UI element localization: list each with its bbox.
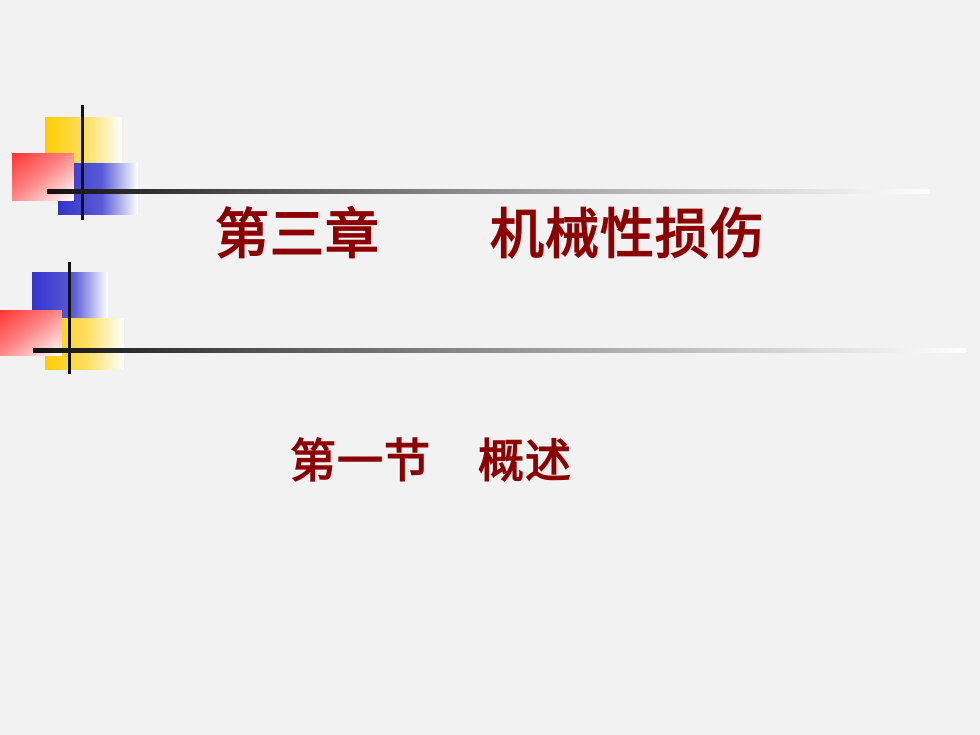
vertical-line-lower — [68, 262, 71, 374]
section-title: 第一节 概述 — [290, 434, 572, 488]
chapter-title: 第三章 机械性损伤 — [215, 203, 765, 266]
horizontal-rule-lower — [33, 348, 966, 353]
horizontal-rule-upper — [47, 189, 930, 194]
vertical-line-upper — [81, 105, 84, 220]
